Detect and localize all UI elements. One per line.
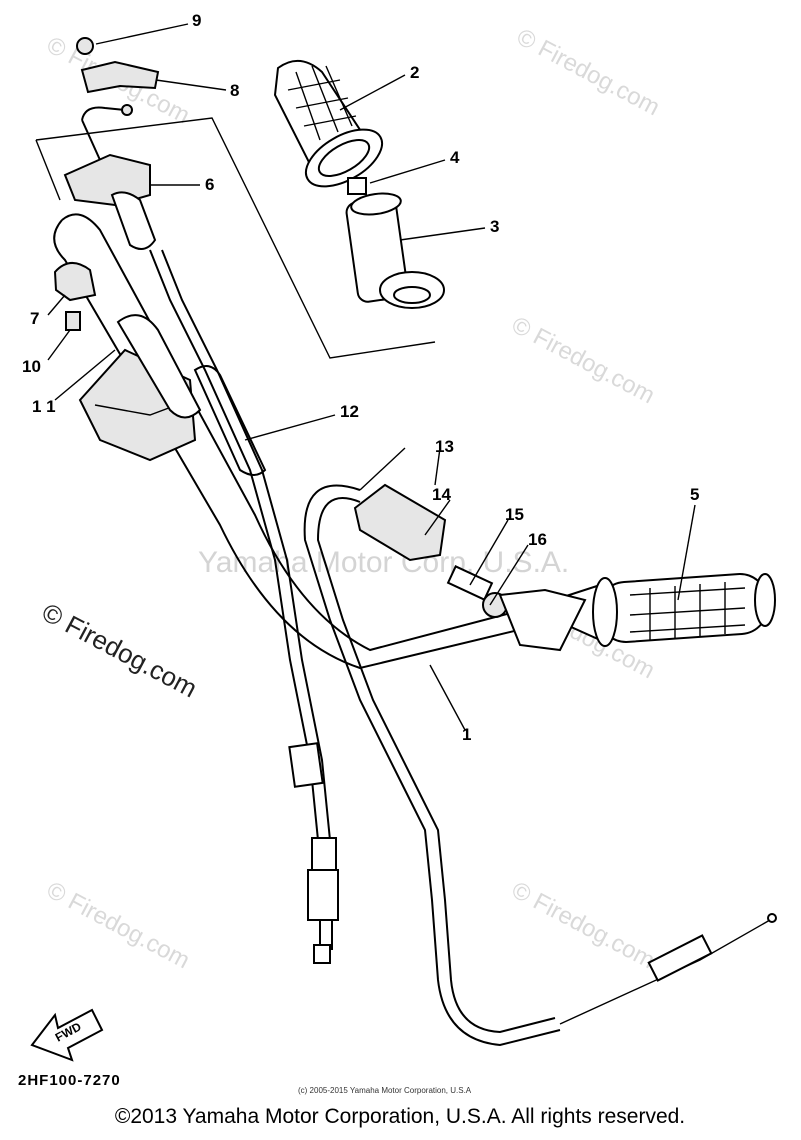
right-grip <box>592 573 776 647</box>
callout-labels: 9 8 2 4 6 3 7 10 1 1 12 13 14 15 16 5 1 <box>22 11 699 744</box>
bolt <box>65 311 81 331</box>
clutch-cable <box>303 484 561 1047</box>
left-watermark: © Firedog.com <box>37 597 202 704</box>
callout-10: 10 <box>22 357 41 376</box>
throttle-grip-sleeve <box>345 192 445 309</box>
cable-spring <box>647 934 713 982</box>
callout-1: 1 <box>462 725 471 744</box>
assembly-bracket-line <box>35 117 436 359</box>
lever-bracket <box>498 588 587 652</box>
diagram-number: 2HF100-7270 <box>18 1072 121 1089</box>
footer-copyright: ©2013 Yamaha Motor Corporation, U.S.A. A… <box>115 1105 685 1128</box>
lower-housing-clamp <box>53 262 97 302</box>
housing-cover <box>80 60 160 94</box>
cable-end-nipple <box>313 944 331 964</box>
throttle-cable-outer <box>161 249 333 950</box>
watermark: © Firedog.com <box>42 876 194 974</box>
leader-lines <box>47 23 696 731</box>
callout-3: 3 <box>490 217 499 236</box>
center-watermark: Yamaha Motor Corp, U.S.A. <box>198 546 569 579</box>
clutch-adjuster <box>446 565 494 601</box>
screw <box>76 37 94 55</box>
callout-15: 15 <box>505 505 524 524</box>
cable-end-housing <box>307 869 339 921</box>
cable-adjuster <box>288 742 324 788</box>
callout-9: 9 <box>192 11 201 30</box>
throttle-cable <box>149 249 321 950</box>
clutch-lever-cover <box>353 483 447 562</box>
callout-14: 14 <box>432 485 451 504</box>
left-grip <box>273 60 383 188</box>
clutch-cable-outer <box>316 497 556 1034</box>
forward-arrow: FWD <box>30 1008 104 1062</box>
cable-boot <box>110 191 157 250</box>
cable-elbow <box>81 106 126 121</box>
cable-elbow-line <box>81 119 101 161</box>
callout-4: 4 <box>450 148 460 167</box>
spring <box>347 177 367 195</box>
watermark: © Firedog.com <box>507 876 659 974</box>
cable-fitting <box>311 837 337 871</box>
callout-5: 5 <box>690 485 699 504</box>
callout-11: 1 1 <box>32 397 56 416</box>
watermark: © Firedog.com <box>512 23 664 121</box>
callout-16: 16 <box>528 530 547 549</box>
fine-copyright: (c) 2005-2015 Yamaha Motor Corporation, … <box>298 1086 472 1095</box>
callout-13: 13 <box>435 437 454 456</box>
handlebar <box>53 213 601 670</box>
assembly-bracket-line <box>35 139 61 201</box>
callout-7: 7 <box>30 309 39 328</box>
watermark: © Firedog.com <box>507 311 659 409</box>
callout-6: 6 <box>205 175 214 194</box>
throttle-housing <box>63 153 151 207</box>
cable-end-nipple <box>767 913 777 923</box>
callout-8: 8 <box>230 81 239 100</box>
cable-elbow-nut <box>121 104 133 116</box>
callout-2: 2 <box>410 63 419 82</box>
callout-12: 12 <box>340 402 359 421</box>
